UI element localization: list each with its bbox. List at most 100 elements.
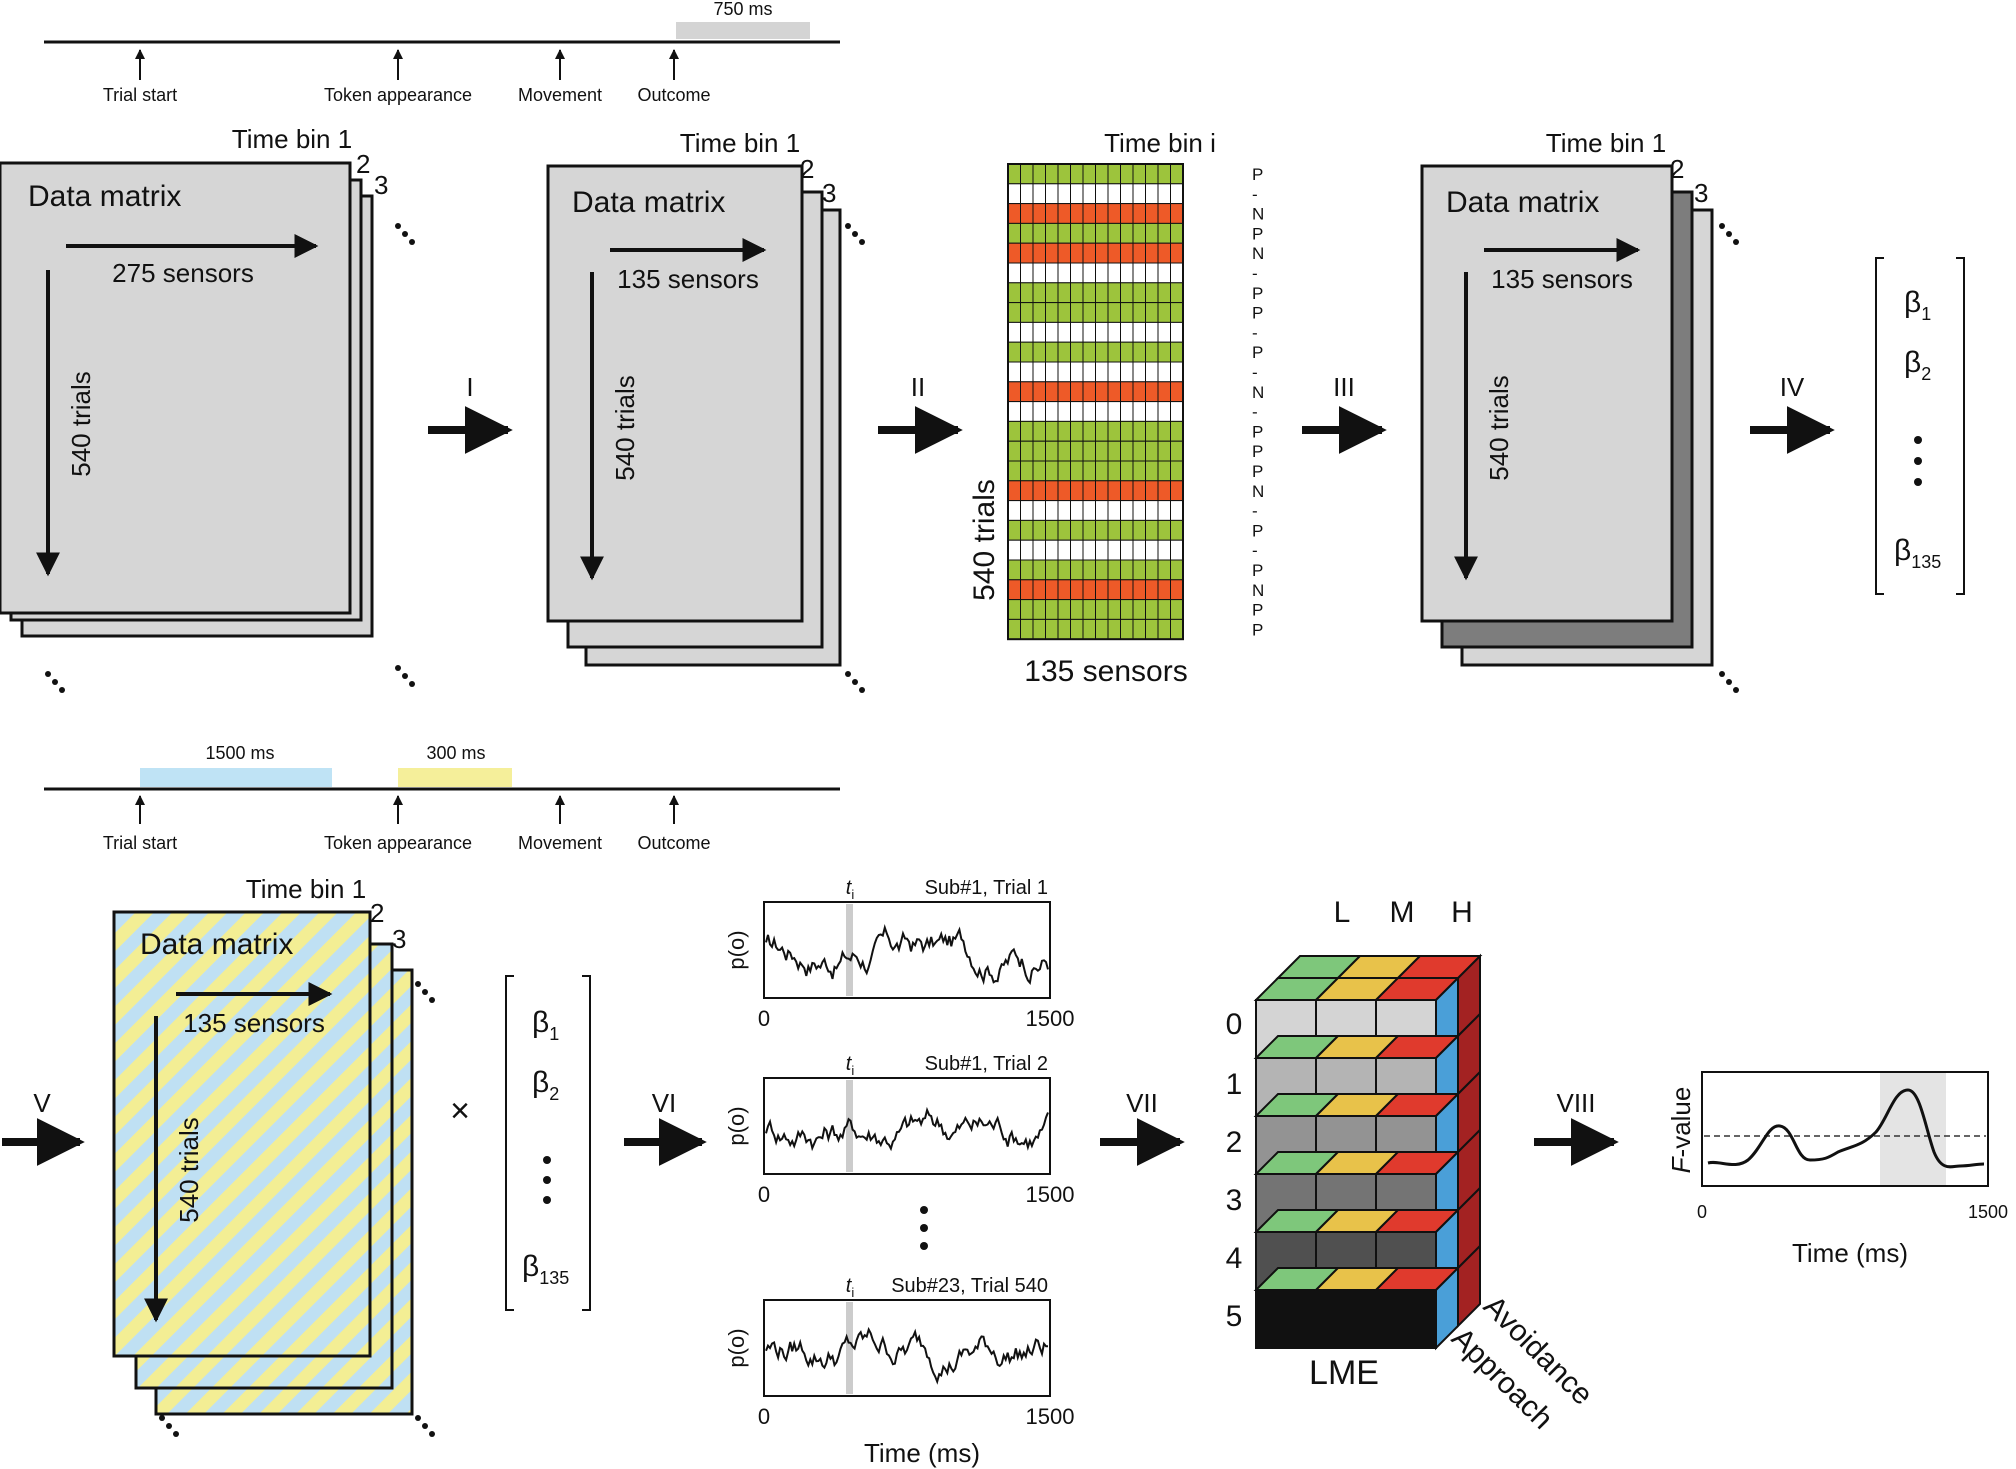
grid-cell [1032, 401, 1046, 422]
grid-cell [1070, 401, 1084, 422]
grid-cell [1020, 222, 1034, 244]
grid-row-label: N [1252, 205, 1264, 224]
beta-1: β1 [532, 1006, 559, 1044]
grid-cell [1157, 282, 1171, 304]
grid-cell [1007, 341, 1021, 363]
time-bin-label: Time bin 1 [1546, 128, 1666, 158]
sensors-label: 275 sensors [112, 258, 254, 288]
grid-cell [1070, 321, 1084, 343]
grid-cell [1032, 163, 1046, 185]
t-marker [846, 1080, 853, 1172]
grid-cell [1020, 519, 1034, 541]
grid-sensors-label: 135 sensors [1024, 655, 1187, 688]
grid-cell [1120, 401, 1134, 422]
beta-2: β2 [532, 1066, 559, 1104]
grid-cell [1032, 361, 1046, 383]
trace-frame [763, 901, 1051, 999]
cube-row-label: 4 [1226, 1242, 1243, 1275]
grid-cell [1157, 242, 1171, 264]
vertical-ellipsis [543, 1156, 551, 1204]
trace-line [765, 924, 1049, 986]
significant-window [1880, 1072, 1946, 1186]
grid-cell [1057, 183, 1071, 205]
trace-line [765, 1106, 1049, 1152]
grid-cell [1120, 618, 1134, 640]
grid-cell [1082, 262, 1096, 284]
trace-ylabel: p(o) [724, 1328, 749, 1367]
grid-trials-label: 540 trials [968, 479, 1001, 601]
grid-cell [1070, 519, 1084, 541]
grid-cell [1132, 480, 1146, 502]
lme-cube [1253, 953, 1483, 1351]
grid-cell [1107, 203, 1121, 224]
grid-cell [1045, 321, 1059, 343]
time-bin-label: Time bin 1 [680, 128, 800, 158]
grid-cell [1045, 203, 1059, 224]
grid-cell [1007, 599, 1021, 620]
grid-row-label: - [1252, 323, 1258, 342]
grid-row-label: P [1252, 304, 1263, 323]
grid-cell [1045, 420, 1059, 442]
cube-row-label: 3 [1226, 1184, 1243, 1217]
grid-cell [1007, 203, 1021, 224]
grid-cell [1170, 203, 1184, 224]
grid-cell [1070, 183, 1084, 205]
grid-cell [1120, 381, 1134, 403]
grid-cell [1145, 341, 1159, 363]
grid-cell [1157, 321, 1171, 343]
grid-cell [1120, 203, 1134, 224]
cube-back-top [1395, 955, 1483, 979]
grid-cell [1157, 222, 1171, 244]
grid-cell [1170, 480, 1184, 502]
grid-cell [1082, 460, 1096, 482]
bin-number: 2 [800, 154, 814, 184]
grid-cell [1045, 519, 1059, 541]
grid-cell [1145, 302, 1159, 323]
grid-cell [1082, 401, 1096, 422]
plot-frame [1701, 1071, 1989, 1187]
grid-cell [1132, 262, 1146, 284]
grid-cell [1020, 599, 1034, 620]
grid-cell [1070, 440, 1084, 462]
grid-cell [1120, 500, 1134, 521]
grid-cell [1057, 242, 1071, 264]
grid-cell [1132, 302, 1146, 323]
grid-cell [1157, 420, 1171, 442]
top-event-arrows [135, 49, 679, 80]
t-label: ti [846, 1275, 855, 1300]
grid-cell [1070, 381, 1084, 403]
grid-cell [1145, 282, 1159, 304]
grid-cell [1082, 242, 1096, 264]
grid-cell [1007, 262, 1021, 284]
grid-cell [1007, 519, 1021, 541]
grid-cell [1020, 341, 1034, 363]
trace-line [765, 1326, 1048, 1385]
grid-cell [1145, 401, 1159, 422]
grid-row-label: N [1252, 383, 1264, 402]
grid-cell [1020, 282, 1034, 304]
grid-row-label: P [1252, 284, 1263, 303]
f-ylabel: F-value [1666, 1087, 1696, 1174]
window-300-bar [398, 768, 512, 787]
grid-cell [1132, 579, 1146, 601]
grid-cell [1095, 519, 1109, 541]
grid-cell [1082, 302, 1096, 323]
matrix-title: Data matrix [140, 928, 293, 961]
grid-cell [1045, 440, 1059, 462]
trace-caption: Sub#23, Trial 540 [891, 1275, 1048, 1297]
grid-cell [1032, 242, 1046, 264]
step-IV: IV [1750, 372, 1835, 454]
event-label: Trial start [103, 833, 177, 853]
bin-number: 3 [1694, 178, 1708, 208]
grid-cell [1020, 559, 1034, 581]
grid-cell [1057, 559, 1071, 581]
grid-cell [1157, 460, 1171, 482]
cube-row-label: 5 [1226, 1300, 1243, 1333]
grid-cell [1120, 222, 1134, 244]
grid-cell [1045, 302, 1059, 323]
top-window-label: 750 ms [713, 0, 772, 19]
grid-cell [1107, 559, 1121, 581]
grid-cell [1120, 539, 1134, 561]
grid-cell [1157, 262, 1171, 284]
